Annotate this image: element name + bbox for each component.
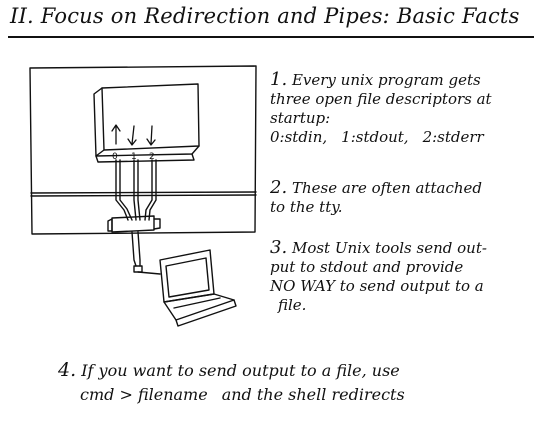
fact-2-number: 2.	[270, 177, 287, 198]
fact-2-line-2: to the tty.	[270, 198, 482, 217]
fact-4-text-1: If you want to send output to a file, us…	[76, 361, 400, 380]
fact-4-line-2: cmd > filename and the shell redirects	[58, 383, 405, 407]
fact-4-line-1: 4. If you want to send output to a file,…	[58, 358, 405, 383]
fact-1-line-1: 1. Every unix program gets	[270, 70, 492, 90]
fact-1: 1. Every unix program gets three open fi…	[270, 70, 492, 147]
tty-cable	[132, 232, 136, 266]
slide-title: II. Focus on Redirection and Pipes: Basi…	[10, 4, 520, 28]
fact-3-line-2: put to stdout and provide	[270, 258, 487, 277]
terminal-keyboard	[164, 294, 234, 320]
fact-2-line-1: 2. These are often attached	[270, 178, 482, 198]
fact-3-line-4: file.	[270, 296, 487, 315]
fact-2: 2. These are often attached to the tty.	[270, 178, 482, 217]
fact-1-line-2: three open file descriptors at	[270, 90, 492, 109]
fact-4-number: 4.	[58, 359, 76, 381]
stdin-pipe	[116, 160, 128, 220]
descriptor-stderr: 2:stderr	[423, 128, 484, 146]
fd-label-2: 2	[149, 152, 155, 162]
process-terminal-illustration: 0 1 2	[24, 60, 258, 346]
descriptor-stdin: 0:stdin,	[270, 128, 327, 146]
stdout-arrow-icon	[128, 126, 136, 145]
fact-1-line-3: startup:	[270, 109, 492, 128]
fact-4-tail: and the shell redirects	[222, 385, 405, 404]
fact-1-text-1: Every unix program gets	[287, 71, 481, 89]
title-underline	[8, 36, 534, 38]
fact-1-descriptors: 0:stdin, 1:stdout, 2:stderr	[270, 128, 492, 147]
fact-3: 3. Most Unix tools send out- put to stdo…	[270, 238, 487, 315]
fact-3-line-3: NO WAY to send output to a	[270, 277, 487, 296]
fact-3-line-1: 3. Most Unix tools send out-	[270, 238, 487, 258]
fact-3-number: 3.	[270, 237, 287, 258]
fd-label-0: 0	[112, 152, 118, 162]
stdout-pipe	[134, 160, 136, 220]
stderr-arrow-icon	[147, 126, 155, 145]
tty-connector	[112, 216, 154, 232]
descriptor-stdout: 1:stdout,	[341, 128, 408, 146]
stdin-arrow-icon	[112, 125, 120, 144]
fact-1-number: 1.	[270, 69, 287, 90]
machine-outline	[30, 66, 256, 234]
stderr-pipe	[145, 160, 152, 220]
fd-label-1: 1	[131, 152, 137, 162]
fact-4: 4. If you want to send output to a file,…	[58, 358, 405, 407]
redirect-command: cmd > filename	[80, 385, 208, 404]
fact-2-text-1: These are often attached	[287, 179, 482, 197]
fact-3-text-1: Most Unix tools send out-	[287, 239, 487, 257]
machine-divider	[31, 192, 256, 193]
